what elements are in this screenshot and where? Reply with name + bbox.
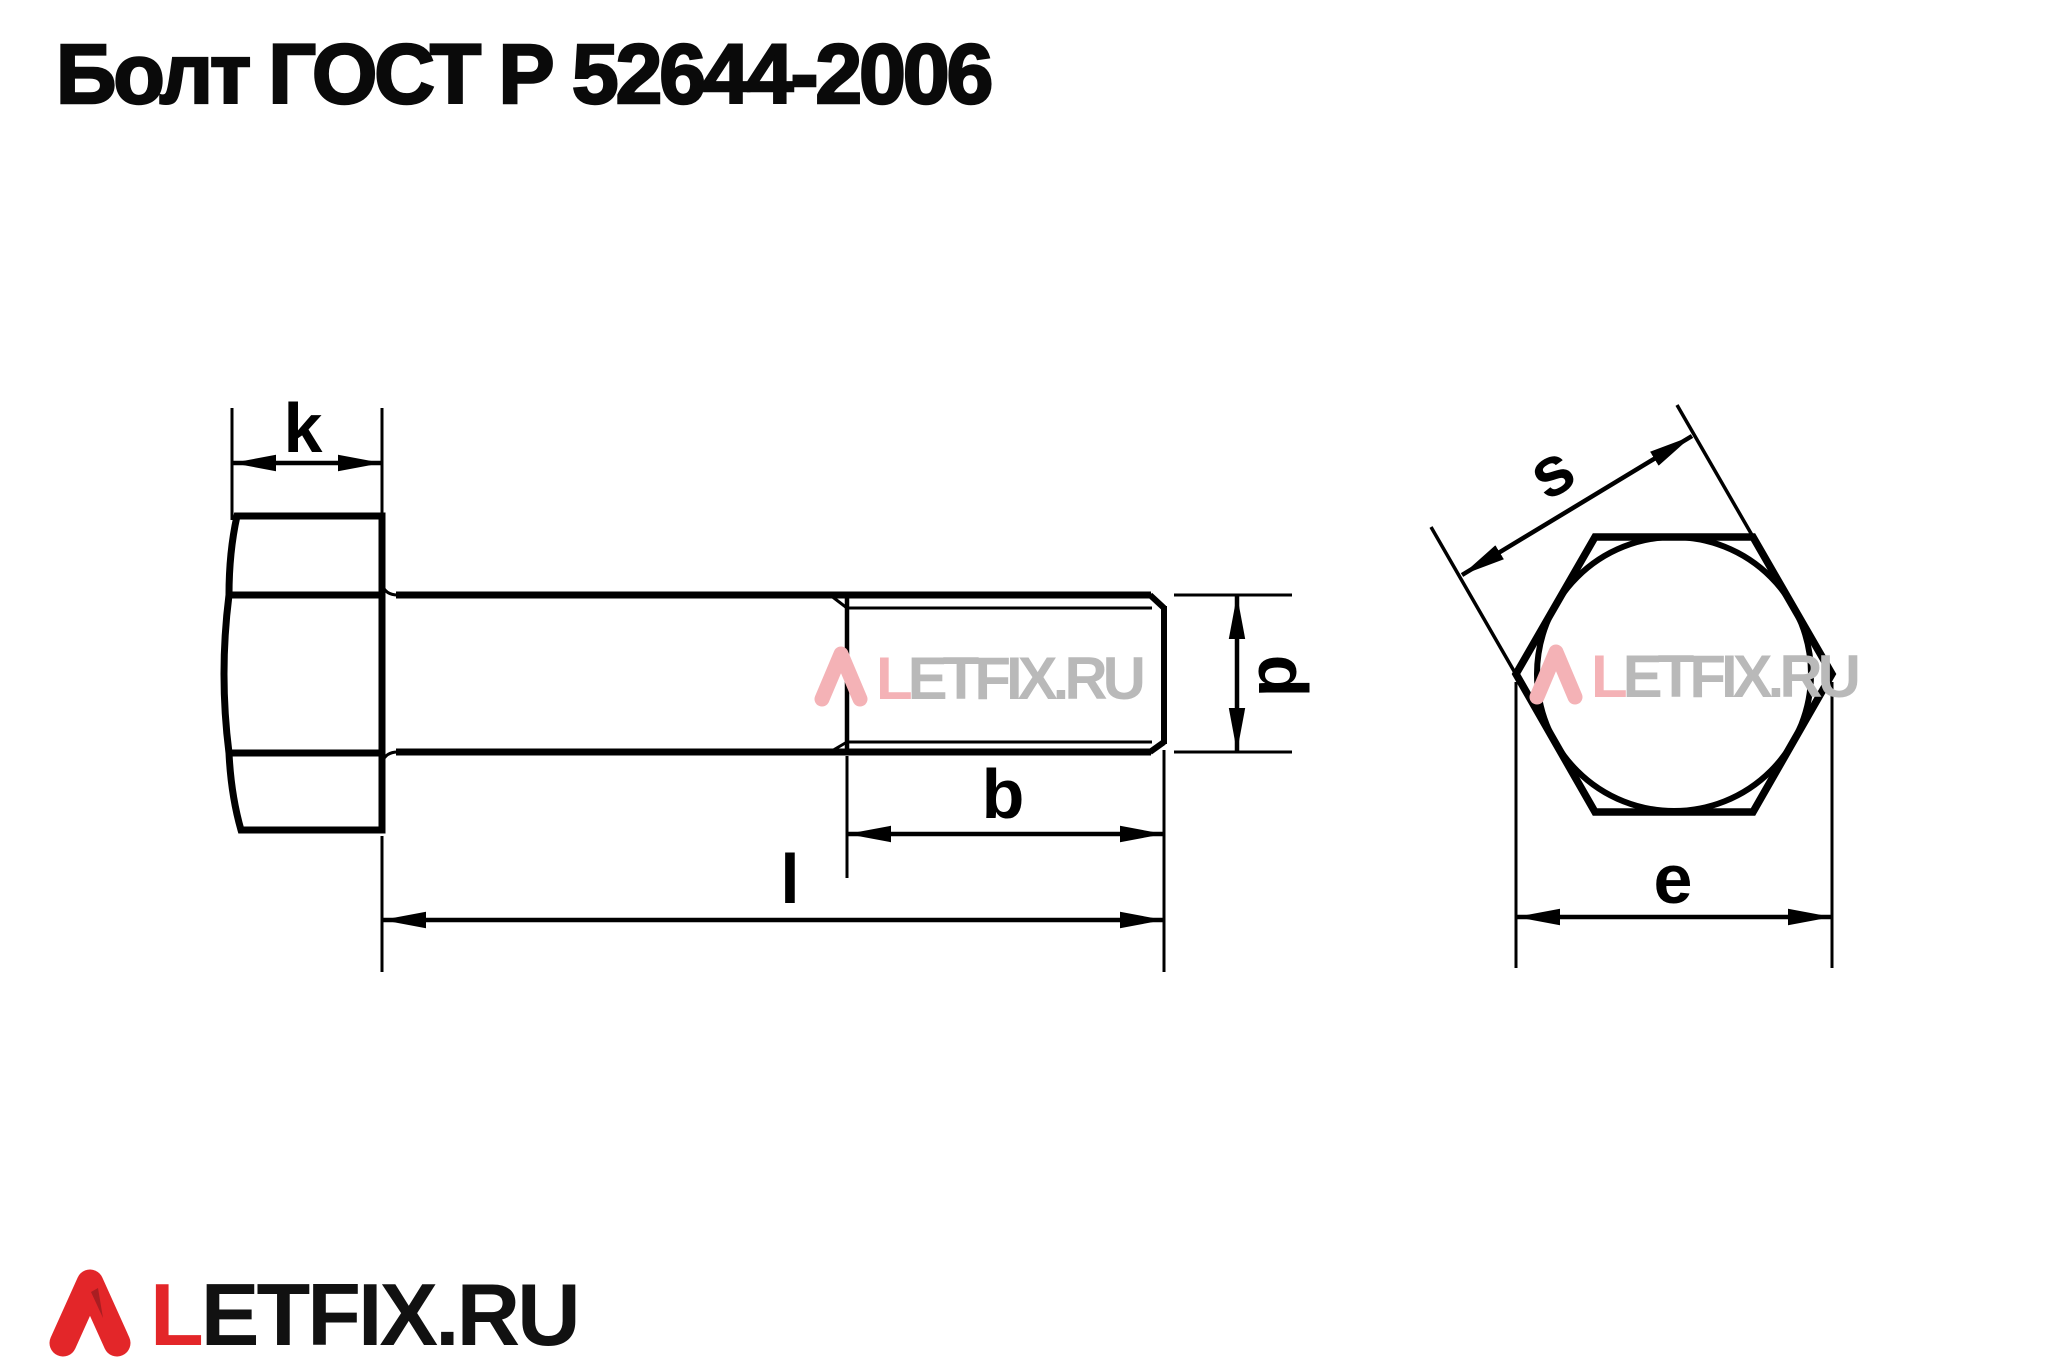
tip-chamfer-top (1147, 592, 1167, 611)
dimension-b: b (845, 750, 1166, 972)
l-label: l (780, 840, 799, 918)
e-label: e (1654, 840, 1693, 918)
letfix-logo-chevron-shade (91, 1288, 103, 1318)
k-label: k (284, 389, 323, 467)
bolt-head-outline (220, 512, 386, 834)
under-head-fillet-bottom (380, 750, 399, 764)
dimension-l: l (380, 836, 1164, 972)
dimension-d: d (1174, 593, 1322, 754)
dimension-e: e (1514, 682, 1834, 968)
letfix-watermark-chevron-icon (814, 646, 868, 707)
s-label: s (1515, 428, 1588, 515)
page-title: Болт ГОСТ Р 52644-2006 (56, 27, 991, 121)
thread-runout-top (829, 593, 848, 610)
letfix-watermark-text: LETFIX.RU (1591, 643, 1858, 710)
dimension-k: k (230, 389, 384, 520)
letfix-watermark-chevron-icon (1529, 644, 1583, 705)
b-label: b (982, 755, 1025, 833)
letfix-logo: LETFIX.RU (49, 1265, 581, 1364)
letfix-watermark-head-view: LETFIX.RU (1529, 643, 1863, 710)
bolt-side-view (220, 512, 1167, 834)
letfix-watermark-side-view: LETFIX.RU (814, 645, 1148, 712)
d-label: d (1244, 655, 1322, 698)
under-head-fillet-top (380, 583, 399, 597)
letfix-logo-text: LETFIX.RU (150, 1265, 578, 1364)
s-extension-upper-right (1675, 404, 1758, 543)
s-dimension-arrow (1460, 434, 1694, 577)
letfix-watermark-text: LETFIX.RU (876, 645, 1143, 712)
s-extension-lower-left (1429, 526, 1520, 679)
letfix-logo-chevron-icon (49, 1269, 131, 1357)
thread-runout-bottom (829, 740, 848, 754)
